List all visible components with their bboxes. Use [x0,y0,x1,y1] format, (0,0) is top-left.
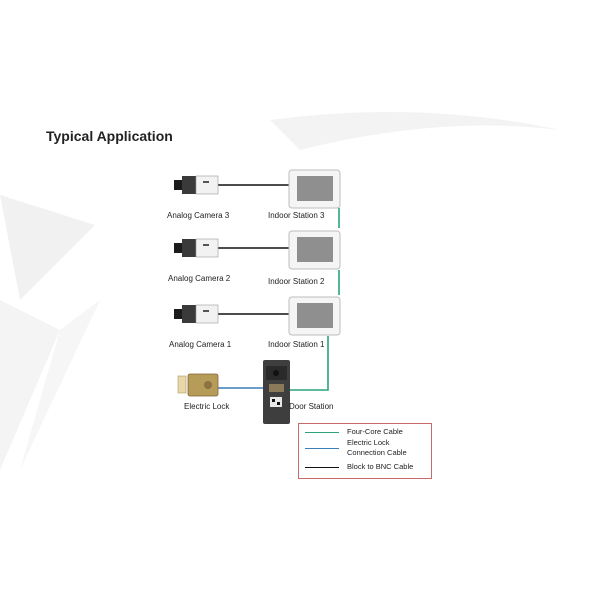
camera-icon-2 [174,238,219,258]
camera-label-3: Analog Camera 3 [167,211,230,220]
legend-swatch-lock-cable [305,448,339,449]
lock-label: Electric Lock [184,402,230,411]
indoor-station-icon-3 [288,169,341,209]
camera-label-2: Analog Camera 2 [168,274,231,283]
door-station-icon [263,360,290,424]
camera-label-1: Analog Camera 1 [169,340,232,349]
legend-label-four-core: Four-Core Cable [347,427,403,436]
legend: Four-Core Cable Electric Lock Connection… [298,423,432,479]
legend-swatch-bnc [305,467,339,468]
legend-label-lock-cable-1: Electric Lock [347,438,390,447]
legend-label-lock-cable-2: Connection Cable [347,448,407,457]
camera-icon-3 [174,175,219,195]
door-station-label: Door Station [289,402,334,411]
electric-lock-icon [177,373,219,397]
diagram-title: Typical Application [46,128,173,144]
station-label-2: Indoor Station 2 [268,277,325,286]
camera-icon-1 [174,304,219,324]
legend-label-bnc: Block to BNC Cable [347,462,414,471]
indoor-station-icon-1 [288,296,341,336]
station-label-3: Indoor Station 3 [268,211,325,220]
four-core-cable-1-door [290,336,329,391]
station-label-1: Indoor Station 1 [268,340,325,349]
legend-swatch-four-core [305,432,339,433]
indoor-station-icon-2 [288,230,341,270]
